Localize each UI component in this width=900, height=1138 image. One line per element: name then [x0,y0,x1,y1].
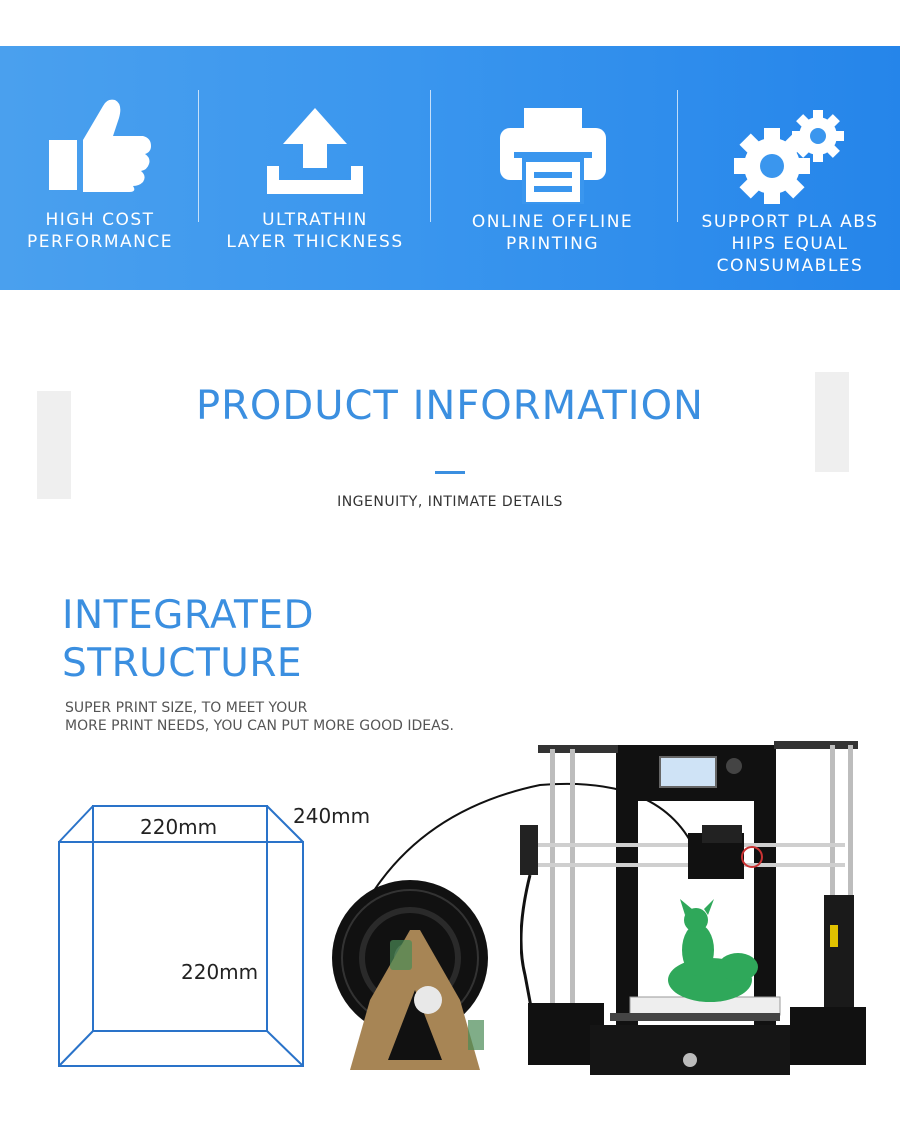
feature-support-consumables: SUPPORT PLA ABS HIPS EQUAL CONSUMABLES [690,46,890,290]
dimension-height-label: 220mm [181,960,259,984]
dimension-width-label: 220mm [140,815,218,839]
title-underline [435,471,465,474]
divider [198,90,199,222]
product-information-subtitle: INGENUITY, INTIMATE DETAILS [337,494,563,510]
gears-icon [734,110,844,204]
decorative-bar-right [815,372,849,472]
divider [430,90,431,222]
integrated-structure-title: INTEGRATED STRUCTURE [62,593,315,686]
decorative-bar-left [37,391,71,499]
filament-spool-image [332,880,488,1070]
product-information-title: PRODUCT INFORMATION [196,383,704,429]
feature-high-cost-performance: HIGH COST PERFORMANCE [10,46,190,290]
printer-icon [499,108,606,204]
thumbs-up-icon [49,99,151,192]
filament-tube [364,782,696,906]
feature-label: ULTRATHIN LAYER THICKNESS [226,210,404,252]
feature-online-offline-printing: ONLINE OFFLINE PRINTING [455,46,650,290]
3d-printer-image [520,741,866,1075]
feature-banner: HIGH COST PERFORMANCE ULTRATHIN LAYER TH… [0,46,900,290]
feature-label: SUPPORT PLA ABS HIPS EQUAL CONSUMABLES [701,212,879,276]
build-volume-cube [58,805,304,1067]
divider [677,90,678,222]
dimension-depth-label: 240mm [293,804,371,828]
integrated-structure-description: SUPER PRINT SIZE, TO MEET YOUR MORE PRIN… [65,700,455,734]
upload-icon [267,108,363,194]
feature-ultrathin-layer: ULTRATHIN LAYER THICKNESS [215,46,415,290]
feature-label: ONLINE OFFLINE PRINTING [471,212,634,254]
feature-label: HIGH COST PERFORMANCE [27,210,173,252]
